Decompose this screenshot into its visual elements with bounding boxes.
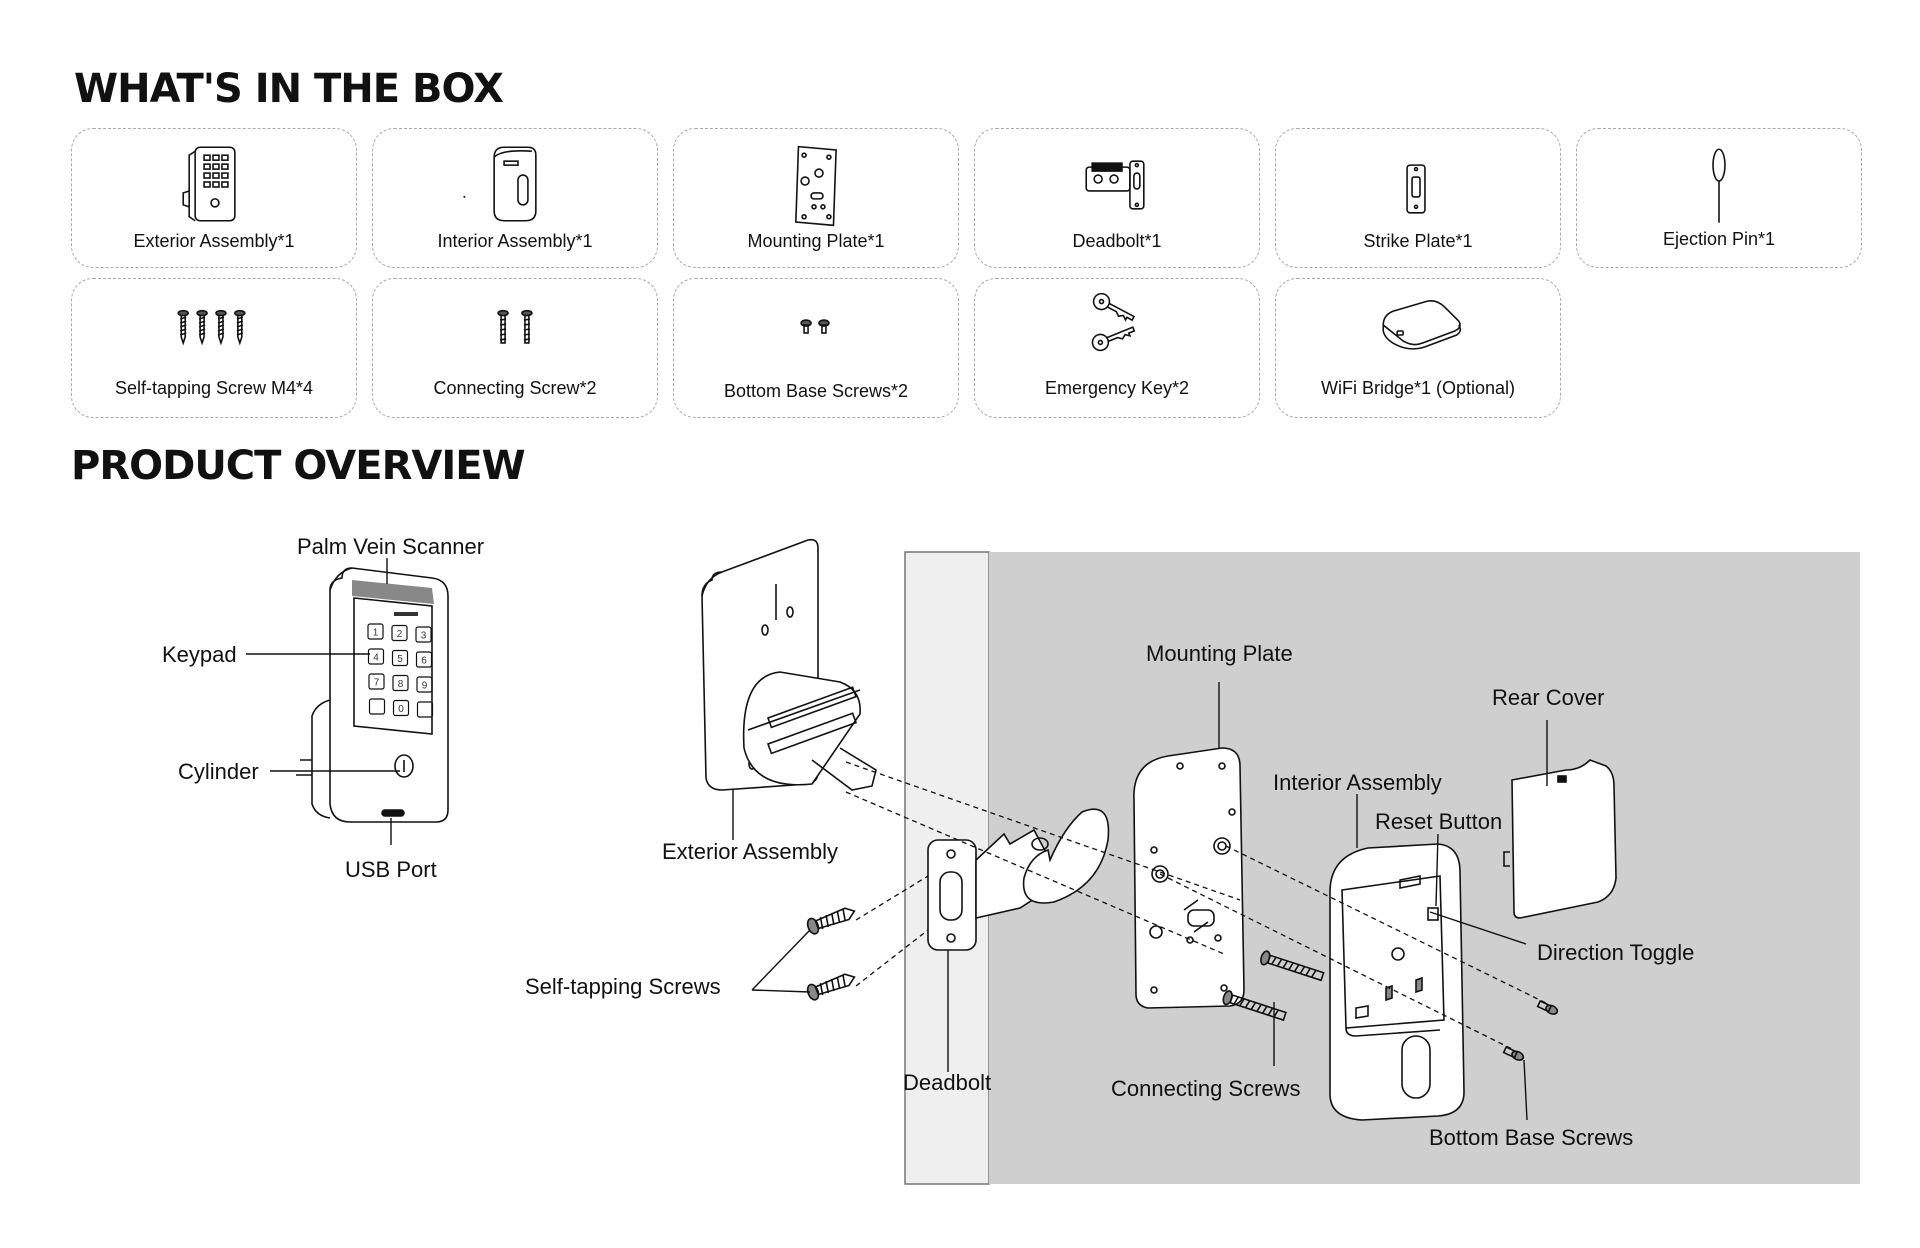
- box-item-label: Connecting Screw*2: [433, 378, 597, 398]
- direction-toggle-label: Direction Toggle: [1537, 940, 1695, 965]
- bottom-base-screws-icon: [800, 319, 830, 334]
- rear-cover-drawing: [1503, 759, 1617, 919]
- connecting-screws-icon: [497, 309, 533, 344]
- emergency-keys-icon: [1091, 292, 1136, 352]
- keypad-key: 4: [367, 648, 385, 665]
- mounting-plate-label: Mounting Plate: [1146, 641, 1293, 666]
- product-overview-heading: PRODUCT OVERVIEW: [71, 443, 526, 489]
- self-tapping-screws-drawing: [806, 907, 856, 1001]
- palm-vein-scanner-label: Palm Vein Scanner: [297, 534, 485, 559]
- self-tapping-screws-icon: [177, 309, 246, 346]
- whats-in-the-box-heading: WHAT'S IN THE BOX: [74, 66, 504, 112]
- keypad-key: [368, 698, 386, 715]
- keypad-key: 3: [415, 626, 432, 643]
- box-item-emergency-keys: Emergency Key*2: [974, 278, 1260, 418]
- interior-assembly-label: Interior Assembly: [1273, 770, 1442, 795]
- box-item-label: Mounting Plate*1: [747, 231, 885, 251]
- keypad-key: 5: [391, 649, 409, 667]
- mounting-plate-icon: [795, 145, 837, 227]
- palm-vein-scanner-window: [352, 580, 434, 604]
- box-item-label: Emergency Key*2: [1044, 378, 1190, 398]
- interior-assembly-icon: [463, 146, 537, 222]
- box-item-connecting-screws: Connecting Screw*2: [372, 278, 658, 418]
- keypad-key: 8: [392, 674, 409, 692]
- keypad-label: Keypad: [162, 642, 237, 667]
- exterior-assembly-drawing: [701, 538, 877, 791]
- keypad-key-label: 5: [397, 654, 403, 665]
- keypad-key: 2: [391, 624, 408, 642]
- deadbolt-icon: [1085, 160, 1145, 210]
- cylinder-label: Cylinder: [178, 759, 259, 784]
- box-item-label: Strike Plate*1: [1363, 231, 1473, 251]
- keypad-key-label: 4: [373, 653, 379, 664]
- connecting-screws-label: Connecting Screws: [1111, 1076, 1301, 1101]
- interior-assembly-drawing: [1329, 843, 1465, 1121]
- exterior-assembly-label: Exterior Assembly: [662, 839, 839, 864]
- keypad-key-label: 2: [397, 629, 403, 640]
- box-item-label: Deadbolt*1: [1072, 231, 1162, 251]
- deadbolt-drawing: [927, 808, 1110, 951]
- keypad-key: 6: [415, 651, 433, 668]
- wifi-bridge-icon: [1382, 300, 1462, 350]
- keypad-key: 9: [416, 676, 433, 693]
- reset-button-label: Reset Button: [1375, 809, 1503, 834]
- self-tapping-screws-label: Self-tapping Screws: [525, 974, 721, 999]
- box-item-self-tapping-screws: Self-tapping Screw M4*4: [71, 278, 357, 418]
- keypad-key: 7: [368, 673, 385, 690]
- bottom-base-screws-drawing: [1502, 999, 1559, 1061]
- box-item-label: Exterior Assembly*1: [133, 231, 295, 251]
- box-item-interior-assembly: Interior Assembly*1: [372, 128, 658, 268]
- box-item-label: Bottom Base Screws*2: [723, 381, 909, 401]
- box-item-wifi-bridge: WiFi Bridge*1 (Optional): [1275, 278, 1561, 418]
- keypad-key: 1: [367, 623, 384, 640]
- keypad-key: [416, 701, 434, 718]
- keypad-key-label: 1: [373, 628, 379, 639]
- keypad-key-label: 6: [421, 656, 427, 667]
- mounting-plate-drawing: [1133, 747, 1245, 1009]
- ejection-pin-icon: [1712, 148, 1726, 223]
- keypad-key-label: 8: [398, 679, 404, 690]
- strike-plate-icon: [1406, 164, 1426, 214]
- box-item-mounting-plate: Mounting Plate*1: [673, 128, 959, 268]
- usb-port-label: USB Port: [345, 857, 437, 882]
- box-item-label: Ejection Pin*1: [1662, 229, 1776, 249]
- keypad-key-grid: 1 2 3 4 5 6 7 8 9 0: [367, 623, 434, 718]
- front-view-lock: [296, 567, 449, 823]
- box-item-label: Interior Assembly*1: [437, 231, 593, 251]
- rear-cover-label: Rear Cover: [1492, 685, 1605, 710]
- keypad-key-label: 3: [421, 631, 427, 642]
- box-item-ejection-pin: Ejection Pin*1: [1576, 128, 1862, 268]
- keypad-key-label: 7: [374, 678, 380, 689]
- keypad-key-label: 9: [422, 681, 428, 692]
- exterior-assembly-icon: [182, 146, 236, 222]
- box-item-deadbolt: Deadbolt*1: [974, 128, 1260, 268]
- box-item-label: WiFi Bridge*1 (Optional): [1320, 378, 1516, 398]
- box-item-bottom-base-screws: Bottom Base Screws*2: [673, 278, 959, 418]
- connecting-screws-drawing: [1222, 950, 1325, 1022]
- box-item-exterior-assembly: Exterior Assembly*1: [71, 128, 357, 268]
- keypad-key-label: 0: [398, 704, 404, 715]
- deadbolt-label: Deadbolt: [903, 1070, 992, 1095]
- box-item-strike-plate: Strike Plate*1: [1275, 128, 1561, 268]
- bottom-base-screws-label: Bottom Base Screws: [1429, 1125, 1634, 1150]
- keypad-key: 0: [392, 699, 410, 717]
- box-item-label: Self-tapping Screw M4*4: [114, 378, 314, 398]
